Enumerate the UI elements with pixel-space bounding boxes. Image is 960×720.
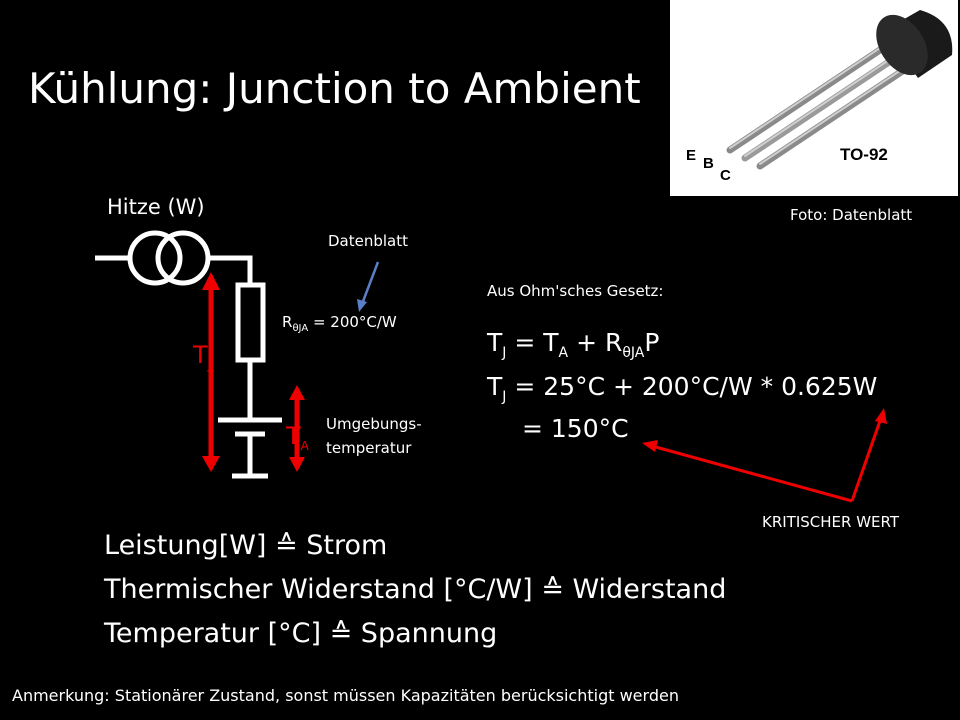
tj-label: TJ	[193, 341, 212, 372]
datasheet-arrow	[360, 261, 380, 305]
to92-transistor-image: E B C TO-92	[686, 10, 953, 184]
equation-line-2: TJ = 25°C + 200°C/W * 0.625W	[487, 372, 878, 405]
package-label: TO-92	[840, 145, 888, 164]
equation-line-1: TJ = TA + RθJAP	[487, 328, 660, 361]
transistor-photo: E B C TO-92	[670, 0, 958, 196]
thermal-resistance-label: RθJA = 200°C/W	[282, 313, 397, 334]
equation-line-3: = 150°C	[522, 414, 629, 443]
slide-title: Kühlung: Junction to Ambient	[28, 64, 641, 113]
ambient-temperature-label: Umgebungs-temperatur	[326, 415, 422, 457]
analogy-power: Leistung[W] ≙ Strom	[104, 530, 388, 561]
ta-label: TA	[286, 422, 309, 453]
photo-caption: Foto: Datenblatt	[790, 206, 913, 224]
critical-arrow-left	[651, 444, 853, 503]
datasheet-label: Datenblatt	[328, 232, 409, 250]
pin-label-c: C	[720, 167, 731, 184]
resistor-icon	[235, 282, 266, 363]
heat-label: Hitze (W)	[107, 195, 205, 219]
critical-arrow-right	[850, 417, 883, 502]
pin-label-e: E	[686, 147, 696, 164]
ohm-law-intro: Aus Ohm'sches Gesetz:	[487, 282, 664, 300]
analogy-resistance: Thermischer Widerstand [°C/W] ≙ Widersta…	[104, 574, 727, 605]
current-source-icon	[127, 230, 183, 286]
critical-value-label: KRITISCHER WERT	[762, 513, 900, 531]
analogy-temperature: Temperatur [°C] ≙ Spannung	[104, 618, 498, 649]
footnote: Anmerkung: Stationärer Zustand, sonst mü…	[12, 686, 679, 705]
pin-label-b: B	[703, 155, 714, 172]
